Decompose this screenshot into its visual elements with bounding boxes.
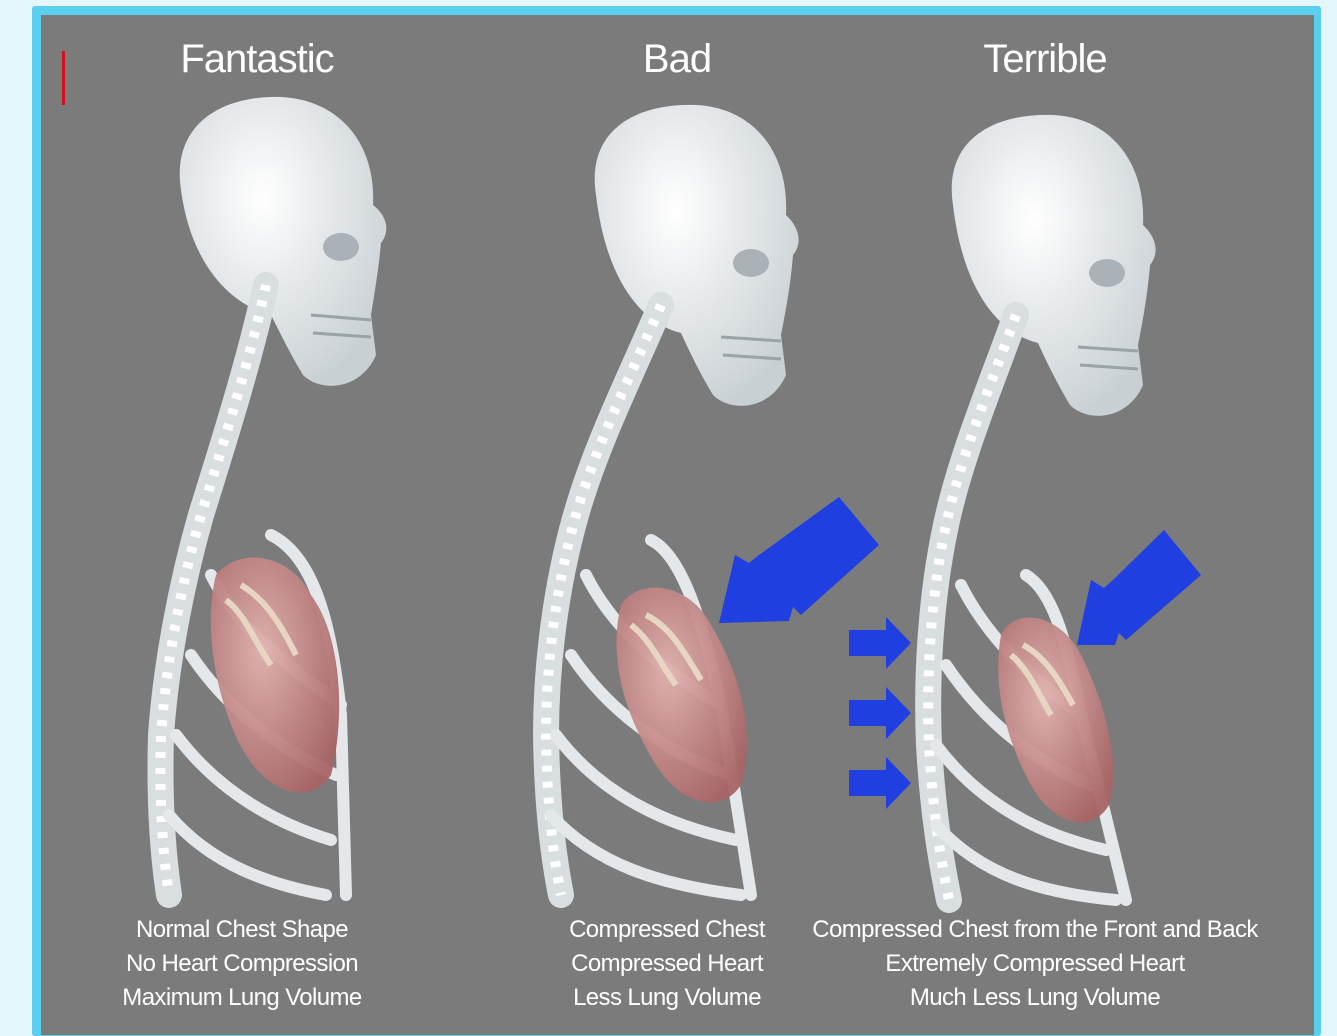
illustration-panel: Fantastic Bad Terrible Normal Chest Shap…	[41, 15, 1314, 1035]
caption-fantastic: Normal Chest Shape No Heart Compression …	[2, 913, 482, 1015]
heart	[998, 618, 1113, 823]
small-arrow-icon	[849, 687, 911, 739]
skeleton-figure-bad	[546, 105, 879, 895]
back-compression-arrows	[849, 617, 911, 809]
skeleton-illustrations	[41, 15, 1314, 1025]
skeleton-figure-fantastic	[160, 97, 386, 895]
caption-terrible: Compressed Chest from the Front and Back…	[795, 913, 1275, 1015]
caption-line: Maximum Lung Volume	[2, 981, 482, 1015]
caption-line: Compressed Chest from the Front and Back	[795, 913, 1275, 947]
caption-line: Much Less Lung Volume	[795, 981, 1275, 1015]
caption-line: Normal Chest Shape	[2, 913, 482, 947]
small-arrow-icon	[849, 617, 911, 669]
caption-line: Extremely Compressed Heart	[795, 947, 1275, 981]
compression-arrow-icon	[719, 497, 879, 623]
caption-line: No Heart Compression	[2, 947, 482, 981]
compression-arrow-icon	[1077, 530, 1201, 645]
title-fantastic: Fantastic	[107, 35, 407, 83]
skeleton-figure-terrible	[849, 115, 1201, 900]
title-terrible: Terrible	[895, 35, 1195, 83]
small-arrow-icon	[849, 757, 911, 809]
title-bad: Bad	[527, 35, 827, 83]
